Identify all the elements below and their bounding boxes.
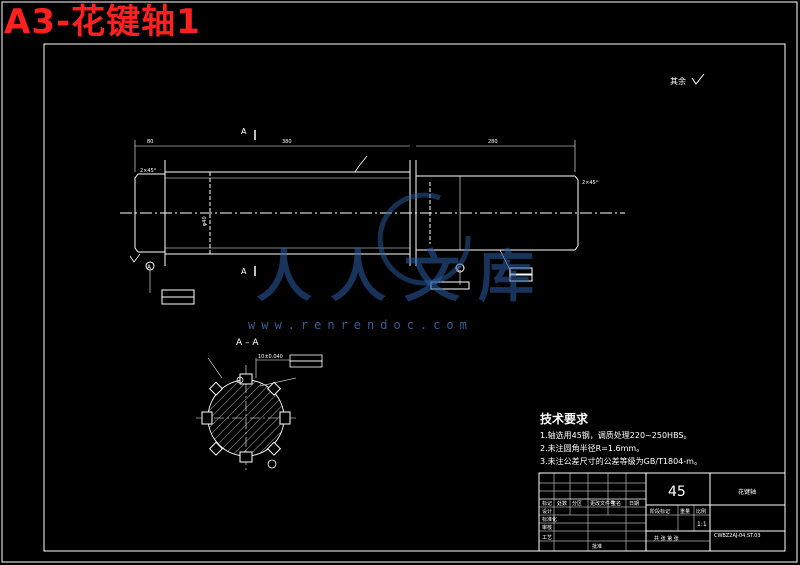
- watermark-brand: 人人文库: [256, 244, 552, 310]
- section-mark-bottom: A: [241, 267, 247, 276]
- technical-requirements: 技术要求 1.轴选用45钢，调质处理220~250HBS。 2.未注圆角半径R=…: [540, 410, 702, 468]
- watermark-url: www.renrendoc.com: [248, 318, 473, 332]
- svg-text:重量: 重量: [680, 508, 690, 515]
- svg-text:处数: 处数: [557, 500, 567, 507]
- tech-req-line: 1.轴选用45钢，调质处理220~250HBS。: [540, 431, 692, 440]
- svg-text:1:1: 1:1: [697, 521, 707, 528]
- svg-text:标准化: 标准化: [542, 516, 557, 523]
- svg-text:签名: 签名: [611, 500, 621, 507]
- svg-text:2×45°: 2×45°: [582, 180, 599, 186]
- inner-frame: [43, 43, 786, 552]
- roughness-note: 其余: [670, 76, 686, 86]
- svg-text:工艺: 工艺: [542, 535, 552, 541]
- svg-text:共 张 第 张: 共 张 第 张: [654, 535, 679, 542]
- tech-req-line: 3.未注公差尺寸的公差等级为GB/T1804-m。: [540, 457, 702, 466]
- section-mark-top: A: [241, 127, 247, 136]
- section-view-a-a: 10±0.040: [196, 354, 323, 472]
- svg-text:分区: 分区: [572, 500, 582, 507]
- svg-text:280: 280: [488, 139, 498, 145]
- title-block: [538, 472, 786, 552]
- svg-text:日期: 日期: [629, 501, 639, 507]
- svg-text:审核: 审核: [542, 524, 552, 531]
- svg-text:φ40: φ40: [202, 216, 208, 226]
- part-name-label: 花键轴: [738, 488, 756, 496]
- svg-text:阶段标记: 阶段标记: [650, 508, 670, 515]
- svg-text:2×45°: 2×45°: [140, 168, 157, 174]
- roughness-symbol-icon: [691, 73, 705, 85]
- tech-req-heading: 技术要求: [540, 412, 589, 426]
- datum-a-label: A: [147, 264, 152, 271]
- material-label: 45: [668, 484, 686, 500]
- svg-text:更改文件号: 更改文件号: [590, 500, 615, 507]
- watermark-logo-icon: [377, 192, 471, 286]
- section-view-label: A – A: [236, 338, 259, 348]
- shaft-main-view: [120, 130, 625, 305]
- svg-text:标记: 标记: [542, 500, 552, 507]
- svg-text:380: 380: [282, 139, 292, 145]
- svg-text:设计: 设计: [542, 508, 552, 515]
- svg-text:批准: 批准: [592, 543, 602, 550]
- drawing-number-label: CWBZ2AJ-04.ST.03: [714, 533, 761, 539]
- svg-text:比例: 比例: [696, 508, 706, 515]
- svg-text:80: 80: [147, 139, 153, 145]
- svg-text:10±0.040: 10±0.040: [258, 354, 283, 360]
- title-block-text: 标记 处数 分区 更改文件号 签名 日期 设计 标准化 审核 工艺 批准 45 …: [542, 484, 761, 550]
- tech-req-line: 2.未注圆角半径R=1.6mm。: [540, 444, 645, 453]
- page-title: A3-花键轴1: [4, 2, 201, 42]
